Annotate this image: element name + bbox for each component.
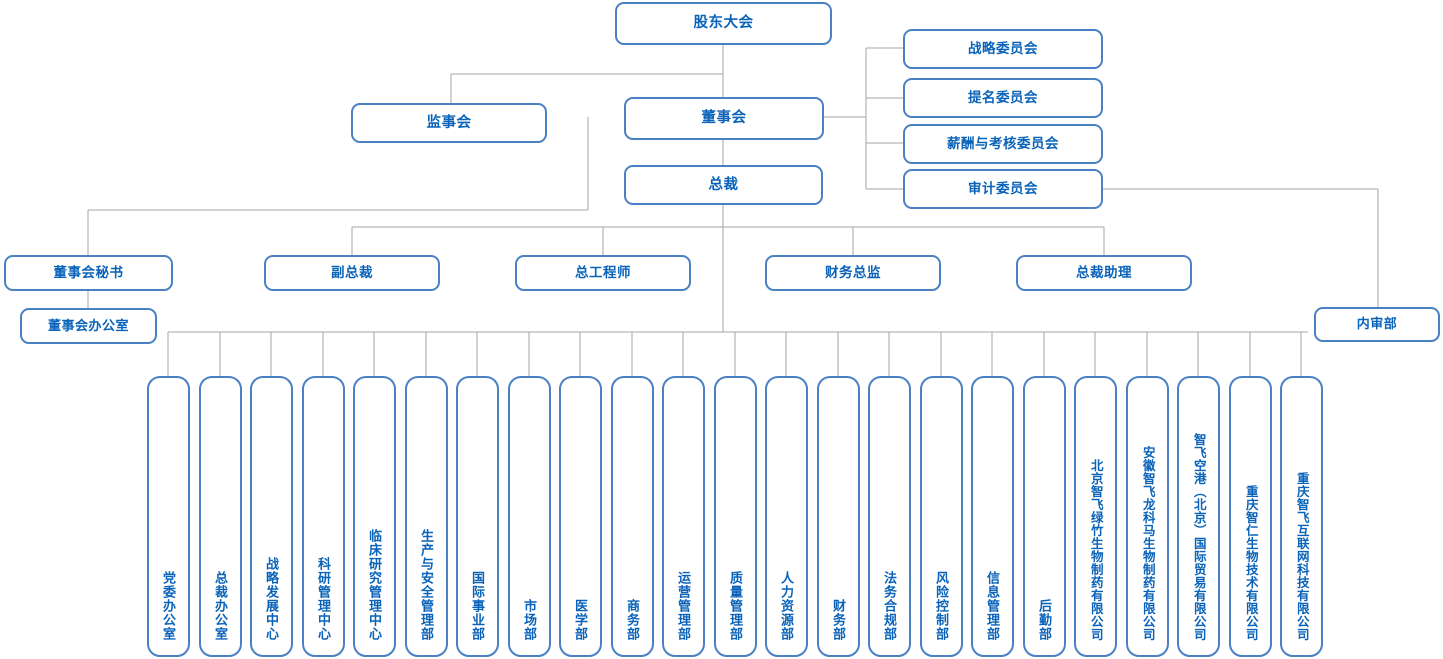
node-label: 信息管理部 xyxy=(985,571,1000,641)
node-subsidiary-zhifei-konggang[interactable]: 智飞空港（北京）国际贸易有限公司 xyxy=(1177,376,1220,657)
node-subsidiary-chongqing-internet[interactable]: 重庆智飞互联网科技有限公司 xyxy=(1280,376,1323,657)
node-label: 安徽智飞龙科马生物制药有限公司 xyxy=(1140,446,1155,641)
node-label: 审计委员会 xyxy=(968,181,1038,197)
node-president-assistant[interactable]: 总裁助理 xyxy=(1016,255,1192,291)
node-supervisory-board[interactable]: 监事会 xyxy=(351,103,547,143)
node-label: 股东大会 xyxy=(693,15,754,32)
node-label: 董事会秘书 xyxy=(53,265,124,281)
node-shareholders-meeting[interactable]: 股东大会 xyxy=(615,2,832,45)
node-president[interactable]: 总裁 xyxy=(624,165,823,205)
node-dept-legal-compliance[interactable]: 法务合规部 xyxy=(868,376,911,657)
node-label: 监事会 xyxy=(426,114,472,131)
node-label: 董事会 xyxy=(701,110,747,127)
node-label: 重庆智仁生物技术有限公司 xyxy=(1243,485,1258,641)
node-audit-committee[interactable]: 审计委员会 xyxy=(903,169,1103,209)
node-label: 战略发展中心 xyxy=(264,557,279,641)
node-nomination-committee[interactable]: 提名委员会 xyxy=(903,78,1103,118)
node-label: 临床研究管理中心 xyxy=(367,529,382,641)
node-subsidiary-anhui-longcoma[interactable]: 安徽智飞龙科马生物制药有限公司 xyxy=(1126,376,1169,657)
node-label: 商务部 xyxy=(625,599,640,641)
node-label: 总裁 xyxy=(708,176,739,193)
node-dept-information-management[interactable]: 信息管理部 xyxy=(971,376,1014,657)
node-dept-production-safety-management[interactable]: 生产与安全管理部 xyxy=(405,376,448,657)
node-dept-business[interactable]: 商务部 xyxy=(611,376,654,657)
node-dept-president-office[interactable]: 总裁办公室 xyxy=(199,376,242,657)
node-label: 国际事业部 xyxy=(470,571,485,641)
node-label: 副总裁 xyxy=(331,265,373,281)
node-label: 总裁助理 xyxy=(1076,265,1132,281)
node-label: 财务部 xyxy=(831,599,846,641)
node-label: 董事会办公室 xyxy=(47,317,129,333)
node-vice-president[interactable]: 副总裁 xyxy=(264,255,440,291)
node-label: 科研管理中心 xyxy=(316,557,331,641)
node-dept-medical[interactable]: 医学部 xyxy=(559,376,602,657)
node-label: 重庆智飞互联网科技有限公司 xyxy=(1294,472,1309,641)
node-dept-finance[interactable]: 财务部 xyxy=(817,376,860,657)
node-dept-strategic-development-center[interactable]: 战略发展中心 xyxy=(250,376,293,657)
node-dept-international-business[interactable]: 国际事业部 xyxy=(456,376,499,657)
node-subsidiary-beijing-lvzhu[interactable]: 北京智飞绿竹生物制药有限公司 xyxy=(1074,376,1117,657)
node-label: 总工程师 xyxy=(575,265,631,281)
node-strategy-committee[interactable]: 战略委员会 xyxy=(903,29,1103,69)
node-label: 质量管理部 xyxy=(728,571,743,641)
node-label: 智飞空港（北京）国际贸易有限公司 xyxy=(1191,433,1206,641)
node-dept-human-resources[interactable]: 人力资源部 xyxy=(765,376,808,657)
node-cfo[interactable]: 财务总监 xyxy=(765,255,941,291)
node-dept-quality-management[interactable]: 质量管理部 xyxy=(714,376,757,657)
node-label: 运营管理部 xyxy=(676,571,691,641)
node-label: 人力资源部 xyxy=(779,571,794,641)
node-label: 风险控制部 xyxy=(934,571,949,641)
node-label: 内审部 xyxy=(1356,316,1398,332)
node-internal-audit-dept[interactable]: 内审部 xyxy=(1314,307,1440,342)
node-dept-operations-management[interactable]: 运营管理部 xyxy=(662,376,705,657)
node-chief-engineer[interactable]: 总工程师 xyxy=(515,255,691,291)
node-compensation-committee[interactable]: 薪酬与考核委员会 xyxy=(903,124,1103,164)
node-board-secretary[interactable]: 董事会秘书 xyxy=(4,255,173,291)
node-label: 后勤部 xyxy=(1037,599,1052,641)
node-subsidiary-chongqing-zhiren[interactable]: 重庆智仁生物技术有限公司 xyxy=(1229,376,1272,657)
node-dept-risk-control[interactable]: 风险控制部 xyxy=(920,376,963,657)
node-label: 市场部 xyxy=(522,599,537,641)
node-board-office[interactable]: 董事会办公室 xyxy=(20,308,157,344)
node-dept-research-management-center[interactable]: 科研管理中心 xyxy=(302,376,345,657)
node-label: 法务合规部 xyxy=(882,571,897,641)
node-label: 医学部 xyxy=(573,599,588,641)
node-dept-clinical-research-management-center[interactable]: 临床研究管理中心 xyxy=(353,376,396,657)
node-label: 北京智飞绿竹生物制药有限公司 xyxy=(1088,459,1103,641)
node-label: 提名委员会 xyxy=(968,90,1038,106)
node-label: 战略委员会 xyxy=(968,41,1038,57)
node-label: 生产与安全管理部 xyxy=(419,529,434,641)
node-label: 总裁办公室 xyxy=(213,571,228,641)
node-label: 党委办公室 xyxy=(161,571,176,641)
node-dept-party-committee-office[interactable]: 党委办公室 xyxy=(147,376,190,657)
node-board-of-directors[interactable]: 董事会 xyxy=(624,97,824,140)
node-label: 薪酬与考核委员会 xyxy=(947,136,1059,152)
node-dept-logistics[interactable]: 后勤部 xyxy=(1023,376,1066,657)
node-dept-marketing[interactable]: 市场部 xyxy=(508,376,551,657)
node-label: 财务总监 xyxy=(825,265,881,281)
